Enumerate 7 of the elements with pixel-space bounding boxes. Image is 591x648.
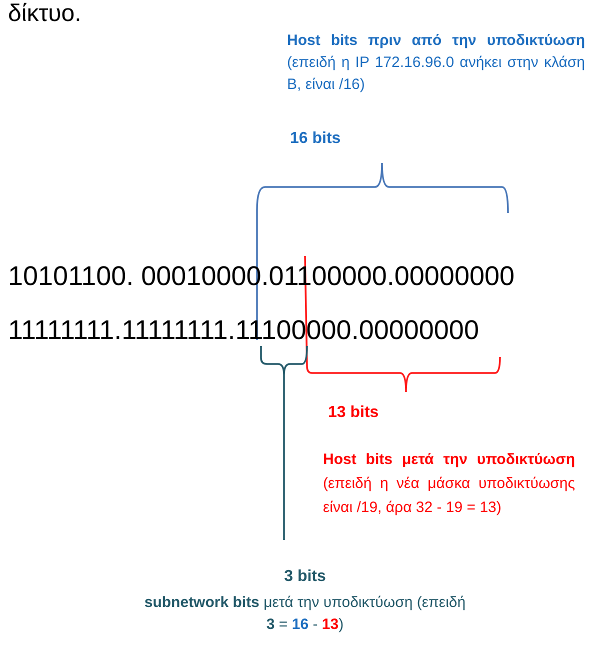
- annotation-text: subnetwork bits μετά την υποδικτύωση (επειδή 3 = 16 - 13): [143, 593, 467, 635]
- heading-fragment: δίκτυο.: [8, 0, 82, 28]
- bit-count-label: 13 bits: [328, 404, 380, 422]
- annotation-text: Host bits πριν από την υποδικτύωση (επειδή η IP 172.16.96.0 ανήκει στην κλάση B, είναι /16): [287, 31, 585, 95]
- annotation-text: Host bits μετά την υποδικτύωση (επειδή η νέα μάσκα υποδικτύωσης είναι /19, άρα 32 - 19 = 13): [323, 450, 575, 518]
- bit-count-label: 3 bits: [283, 568, 327, 586]
- bit-count-label: 16 bits: [290, 130, 342, 148]
